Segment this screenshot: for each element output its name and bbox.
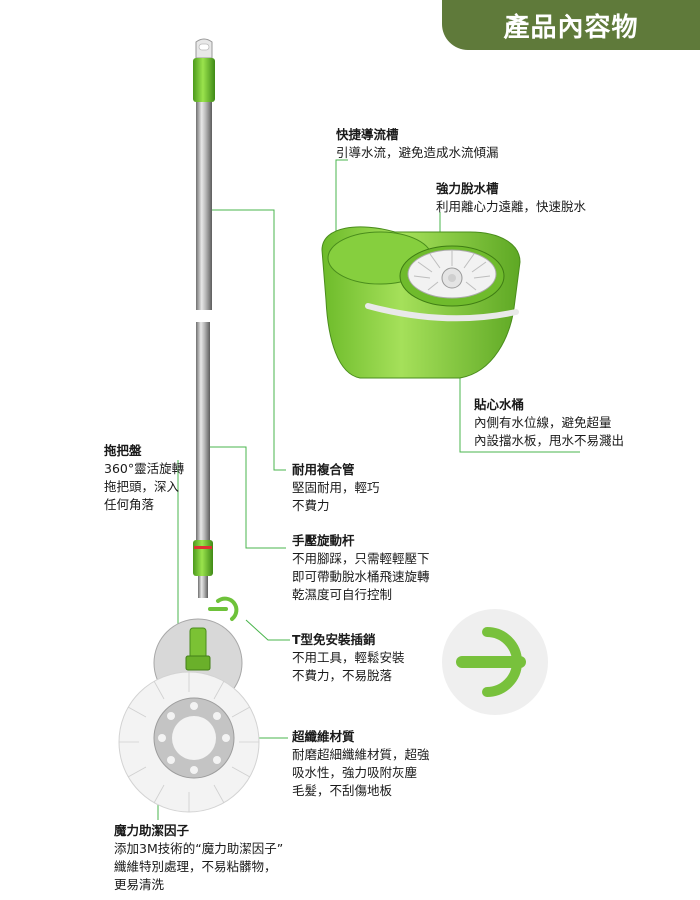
label-desc: 360°靈活旋轉 <box>104 461 185 476</box>
label-desc: 任何角落 <box>104 497 155 512</box>
label-title: T型免安裝插銷 <box>292 632 376 647</box>
label-desc: 內側有水位線，避免超量 <box>474 415 612 430</box>
label-spinner: 強力脫水槽 利用離心力遠離，快速脫水 <box>436 180 586 216</box>
label-desc: 不費力 <box>292 498 330 513</box>
label-title: 超纖維材質 <box>292 729 355 744</box>
label-title: 拖把盤 <box>104 443 142 458</box>
label-desc: 更易清洗 <box>114 877 165 892</box>
section-title-badge: 產品內容物 <box>442 0 700 50</box>
label-desc: 利用離心力遠離，快速脫水 <box>436 199 587 214</box>
label-pole: 耐用複合管 堅固耐用，輕巧 不費力 <box>292 461 380 515</box>
label-title: 魔力助潔因子 <box>114 823 190 838</box>
label-title: 耐用複合管 <box>292 462 355 477</box>
label-desc: 堅固耐用，輕巧 <box>292 480 380 495</box>
label-desc: 毛髮，不刮傷地板 <box>292 783 393 798</box>
label-handle: 手壓旋動杆 不用腳踩，只需輕輕壓下 即可帶動脫水桶飛速旋轉 乾濕度可自行控制 <box>292 532 430 604</box>
label-title: 貼心水桶 <box>474 397 525 412</box>
label-title: 強力脫水槽 <box>436 181 499 196</box>
label-desc: 纖維特別處理，不易粘髒物， <box>114 859 277 874</box>
label-mophead: 拖把盤 360°靈活旋轉 拖把頭，深入 任何角落 <box>104 442 184 514</box>
label-tpin: T型免安裝插銷 不用工具，輕鬆安裝 不費力，不易脫落 <box>292 631 405 685</box>
label-desc: 吸水性，強力吸附灰塵 <box>292 765 418 780</box>
section-title: 產品內容物 <box>503 12 639 43</box>
t-pin-detail <box>442 609 548 715</box>
label-desc: 不用工具，輕鬆安裝 <box>292 650 405 665</box>
label-desc: 拖把頭，深入 <box>104 479 180 494</box>
label-bucket: 貼心水桶 內側有水位線，避免超量 內設擋水板，甩水不易濺出 <box>474 396 624 450</box>
label-channel: 快捷導流槽 引導水流，避免造成水流傾漏 <box>336 126 499 162</box>
label-desc: 不用腳踩，只需輕輕壓下 <box>292 551 430 566</box>
label-title: 手壓旋動杆 <box>292 533 355 548</box>
upper-pole <box>193 38 215 310</box>
label-factor: 魔力助潔因子 添加3M技術的“魔力助潔因子” 纖維特別處理，不易粘髒物， 更易清… <box>114 822 283 894</box>
label-desc: 乾濕度可自行控制 <box>292 587 393 602</box>
label-desc: 即可帶動脫水桶飛速旋轉 <box>292 569 430 584</box>
small-t-pin <box>208 596 239 621</box>
label-fiber: 超纖維材質 耐磨超細纖維材質，超強 吸水性，強力吸附灰塵 毛髮，不刮傷地板 <box>292 728 430 800</box>
lower-pole <box>193 322 213 598</box>
label-desc: 耐磨超細纖維材質，超強 <box>292 747 430 762</box>
label-desc: 添加3M技術的“魔力助潔因子” <box>114 841 284 856</box>
label-desc: 引導水流，避免造成水流傾漏 <box>336 145 499 160</box>
bucket <box>321 226 521 379</box>
microfiber-head <box>118 671 260 813</box>
label-desc: 內設擋水板，甩水不易濺出 <box>474 433 625 448</box>
label-desc: 不費力，不易脫落 <box>292 668 393 683</box>
label-title: 快捷導流槽 <box>336 127 399 142</box>
